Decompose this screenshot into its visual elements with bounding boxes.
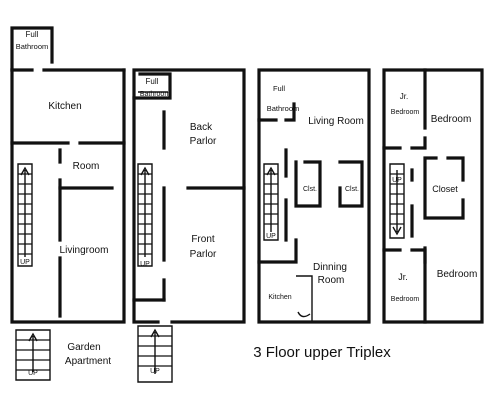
entry-stairs-parlor bbox=[137, 325, 173, 383]
front-parlor-label: Front bbox=[191, 234, 215, 245]
front-parlor-label: Parlor bbox=[190, 249, 217, 260]
closet-label: Closet bbox=[432, 184, 458, 194]
jr-bedroom-label: Bedroom bbox=[391, 296, 420, 303]
stairs-up-label: UP bbox=[266, 233, 276, 240]
bathroom-label: Bathroom bbox=[267, 104, 300, 113]
stairs-up-label: UP bbox=[392, 177, 402, 184]
garden-caption: Garden bbox=[67, 342, 100, 353]
kitchen-label: Kitchen bbox=[268, 294, 291, 301]
jr-bedroom-label: Bedroom bbox=[391, 109, 420, 116]
entry-stairs-up-label: UP bbox=[150, 368, 160, 375]
bathroom-label: Full bbox=[273, 84, 285, 93]
stairs-up-label: UP bbox=[140, 261, 150, 268]
stairs-garden bbox=[17, 163, 33, 267]
kitchen-label: Kitchen bbox=[48, 101, 81, 112]
dining-room-label: Room bbox=[318, 275, 345, 286]
bedroom-label: Bedroom bbox=[437, 269, 478, 280]
floor-plan-garden: Full Bathroom Kitchen Room Livingroom UP… bbox=[10, 26, 126, 381]
closet-label: Clst. bbox=[345, 186, 359, 193]
stairs-parlor bbox=[137, 163, 153, 267]
stairs-third bbox=[263, 163, 279, 241]
back-parlor-label: Parlor bbox=[190, 136, 217, 147]
stairs-up-label: UP bbox=[20, 259, 30, 266]
floor-plan-third: Full Bathroom Living Room Clst. Clst. Di… bbox=[257, 68, 371, 324]
room-label: Room bbox=[73, 161, 100, 172]
bathroom-label: Full bbox=[26, 30, 39, 39]
bathroom-label: Bathroom bbox=[16, 42, 49, 51]
jr-bedroom-label: Jr. bbox=[400, 92, 408, 101]
closet-label: Clst. bbox=[303, 186, 317, 193]
plan-title: 3 Floor upper Triplex bbox=[253, 344, 391, 361]
entry-stairs-garden bbox=[15, 329, 51, 381]
bedroom-label: Bedroom bbox=[431, 114, 472, 125]
entry-stairs-up-label: UP bbox=[28, 370, 38, 377]
living-room-label: Living Room bbox=[308, 116, 364, 127]
floor-plan-parlor: Full Bathroom Back Parlor Front Parlor U… bbox=[132, 68, 246, 383]
back-parlor-label: Back bbox=[190, 122, 213, 133]
dining-room-label: Dinning bbox=[313, 262, 347, 273]
apartment-caption: Apartment bbox=[65, 356, 111, 367]
livingroom-label: Livingroom bbox=[60, 245, 109, 256]
jr-bedroom-label: Jr. bbox=[398, 272, 408, 282]
floor-plan-fourth: Jr. Bedroom Bedroom Closet Jr. Bedroom B… bbox=[382, 68, 484, 324]
bathroom-label: Bathroom bbox=[140, 91, 171, 98]
bathroom-label: Full bbox=[146, 77, 159, 86]
stairs-fourth bbox=[389, 163, 405, 239]
